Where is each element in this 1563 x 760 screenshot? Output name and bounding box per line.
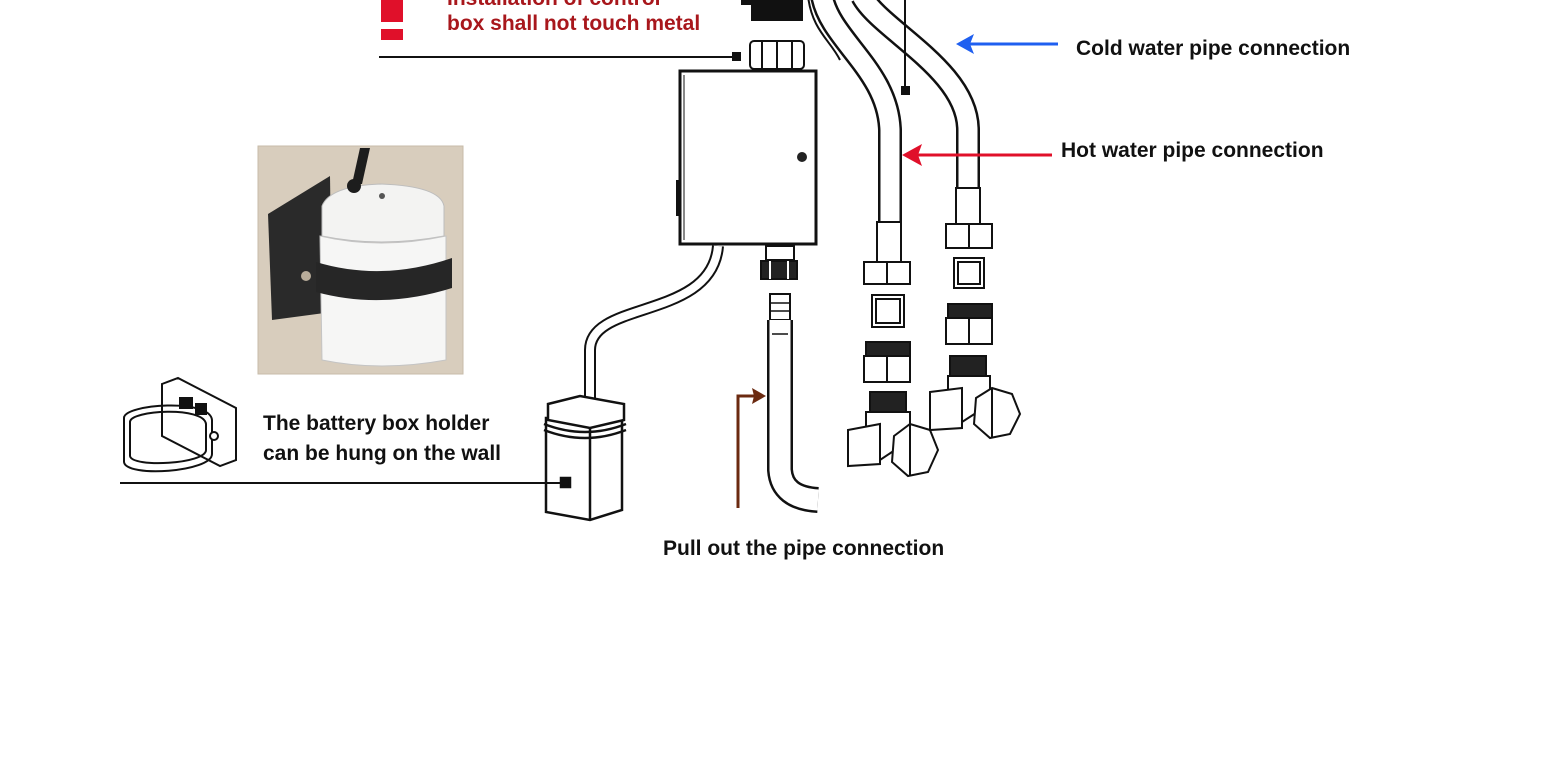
pull-arrow	[736, 388, 766, 508]
battery-holder-icon	[123, 376, 237, 473]
outlet-fitting	[760, 245, 798, 280]
battery-holder-photo	[257, 145, 464, 375]
cold-water-label: Cold water pipe connection	[1076, 37, 1351, 60]
warning-text-line1: Installation of control	[447, 0, 661, 14]
warning-exclamation-icon	[381, 0, 403, 40]
battery-box	[543, 394, 627, 522]
cold-water-fittings	[929, 187, 1022, 440]
hot-water-label: Hot water pipe connection	[1061, 139, 1324, 162]
pull-out-label: Pull out the pipe connection	[663, 537, 945, 560]
hot-arrow	[902, 144, 1052, 166]
pull-out-hose	[767, 293, 820, 513]
warning-leader-line	[379, 52, 741, 61]
inlet-fittings	[741, 0, 805, 70]
hot-water-fittings	[847, 221, 940, 478]
battery-holder-label-line1: The battery box holder	[263, 412, 490, 435]
warning-text-line2: box shall not touch metal	[447, 12, 701, 35]
faucet-hoses	[807, 0, 980, 222]
cold-arrow	[956, 34, 1058, 54]
control-box	[676, 69, 818, 246]
battery-holder-label-line2: can be hung on the wall	[263, 442, 502, 465]
battery-cable	[584, 245, 724, 400]
